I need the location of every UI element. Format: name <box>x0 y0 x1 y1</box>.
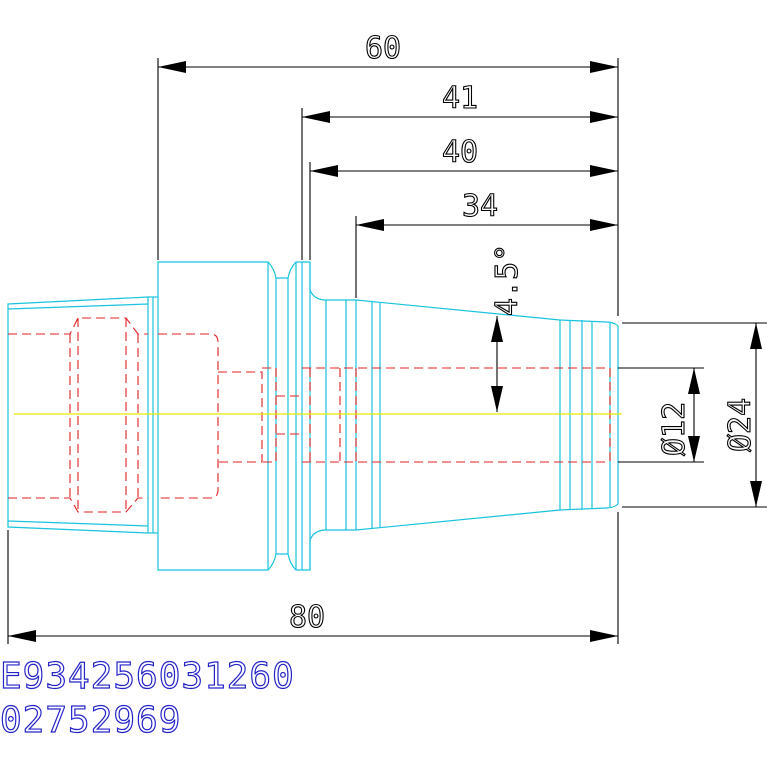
dim-80-label: 80 <box>289 600 325 635</box>
dim-d12-label: Ø12 <box>657 402 692 456</box>
part-code-line1: E934256031260 <box>0 656 295 697</box>
part-code-line2: 02752969 <box>0 700 181 741</box>
dimension-lines <box>7 58 767 644</box>
dim-60-label: 60 <box>365 31 401 66</box>
arrow-40-left <box>310 165 338 177</box>
arrow-d12-top <box>688 368 700 394</box>
dim-34-label: 34 <box>462 189 498 224</box>
dim-angle-label: 4.5° <box>490 244 525 316</box>
dim-41-label: 41 <box>442 81 478 116</box>
arrow-angle-bottom <box>491 386 503 412</box>
dim-d24-label: Ø24 <box>723 398 758 452</box>
arrow-34-right <box>590 219 618 231</box>
dim-40-label: 40 <box>442 135 478 170</box>
arrow-d24-top <box>750 323 762 349</box>
arrow-60-left <box>158 61 186 73</box>
arrow-41-right <box>590 111 618 123</box>
arrow-60-right <box>590 61 618 73</box>
hidden-lines <box>8 317 611 513</box>
arrow-41-left <box>302 111 330 123</box>
arrow-40-right <box>590 165 618 177</box>
part-outline <box>7 261 619 571</box>
arrow-34-left <box>356 219 384 231</box>
arrow-angle-top <box>491 316 503 342</box>
arrow-80-right <box>590 630 618 642</box>
arrow-d24-bottom <box>750 481 762 507</box>
arrow-80-left <box>8 630 36 642</box>
arrow-d12-bottom <box>688 436 700 462</box>
